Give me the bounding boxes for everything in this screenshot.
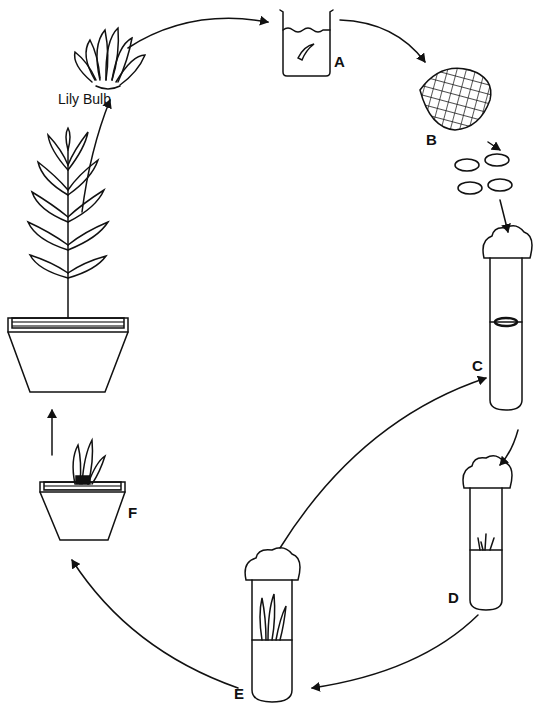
cycle-arrow [280, 378, 486, 548]
cycle-arrow [488, 142, 500, 150]
explant-pieces [455, 154, 512, 194]
stage-letter: F [128, 505, 137, 520]
bulb-scale-cut [420, 68, 491, 130]
stage-letter: B [426, 132, 437, 147]
cycle-arrow [128, 18, 268, 48]
stage-letter: D [448, 590, 459, 605]
culture-tube [483, 226, 532, 410]
beaker [280, 10, 333, 76]
culture-tube [245, 548, 300, 702]
potted-plantlet [40, 440, 125, 540]
cycle-arrow [72, 560, 238, 688]
potted-lily-plant [8, 128, 128, 392]
cycle-arrow [51, 410, 53, 455]
stage-letter: E [234, 686, 244, 701]
culture-tube [463, 456, 512, 610]
cycle-arrow [340, 20, 425, 62]
part-label: Lily Bulb [58, 92, 111, 106]
lily-bulb [75, 28, 145, 89]
stage-letter: A [334, 54, 345, 69]
cycle-arrow [312, 615, 478, 688]
stage-letter: C [472, 358, 483, 373]
